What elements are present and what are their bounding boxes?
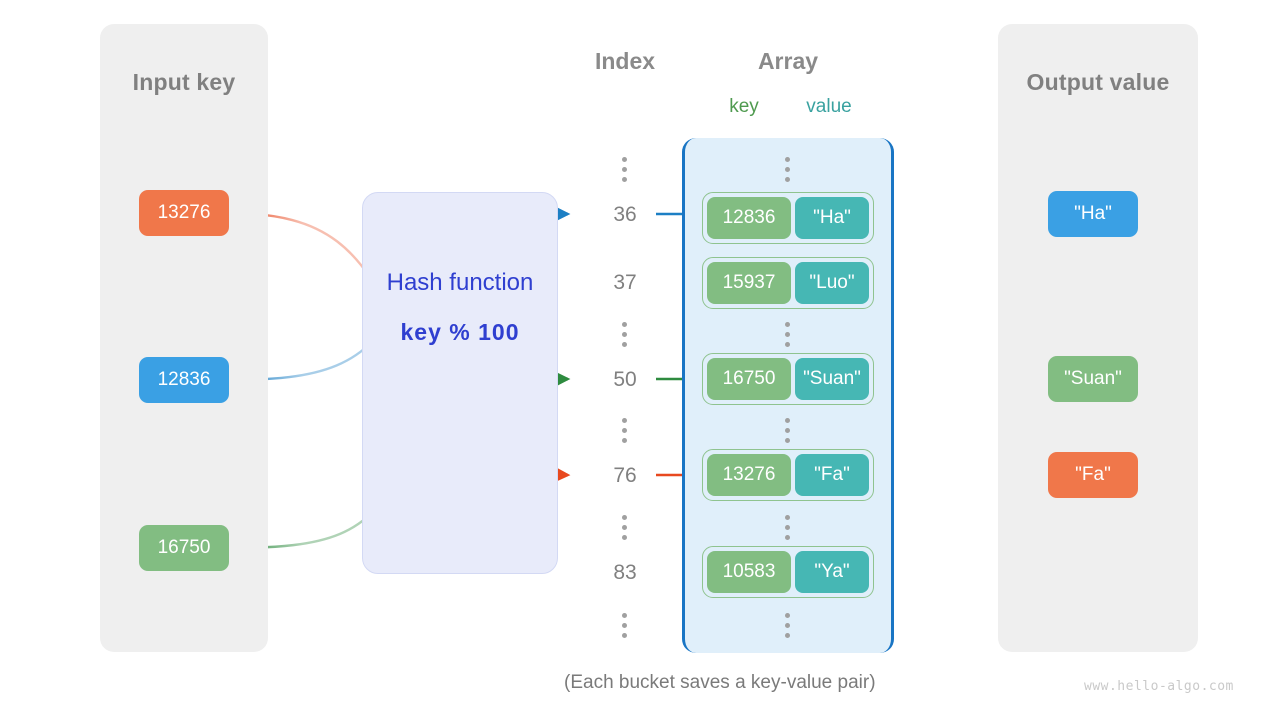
array-ellipsis-0 (785, 157, 790, 182)
index-label-36: 36 (613, 203, 637, 226)
input-key-label-1: 12836 (157, 369, 211, 390)
input-key-label-2: 16750 (157, 537, 211, 558)
array-column-title: Array (757, 48, 819, 74)
output-panel-title: Output value (1026, 69, 1170, 95)
input-panel-title: Input key (132, 69, 236, 95)
hash-function-box: Hash function key % 100 (362, 192, 558, 574)
index-ellipsis-1 (622, 322, 627, 347)
bucket-83-key: 10583 (707, 551, 791, 593)
output-value-chip-0[interactable]: "Ha" (1048, 191, 1138, 237)
output-value-label-2: "Fa" (1075, 464, 1111, 485)
output-value-chip-1[interactable]: "Suan" (1048, 356, 1138, 402)
index-label-76: 76 (613, 464, 637, 487)
array-ellipsis-1 (785, 322, 790, 347)
hash-function-formula: key % 100 (400, 319, 520, 345)
index-column-title: Index (594, 48, 656, 74)
bucket-50-value: "Suan" (795, 358, 869, 400)
array-ellipsis-2 (785, 418, 790, 443)
input-key-chip-1[interactable]: 12836 (139, 357, 229, 403)
output-value-panel: Output value (998, 24, 1198, 652)
output-value-label-0: "Ha" (1074, 203, 1112, 224)
bucket-76[interactable]: 13276 "Fa" (702, 449, 874, 501)
output-value-chip-2[interactable]: "Fa" (1048, 452, 1138, 498)
bucket-76-value: "Fa" (795, 454, 869, 496)
input-key-label-0: 13276 (157, 202, 211, 223)
index-label-83: 83 (613, 561, 637, 584)
index-ellipsis-3 (622, 515, 627, 540)
bucket-50-key: 16750 (707, 358, 791, 400)
input-key-chip-0[interactable]: 13276 (139, 190, 229, 236)
bucket-37[interactable]: 15937 "Luo" (702, 257, 874, 309)
bucket-37-value: "Luo" (795, 262, 869, 304)
bucket-37-key: 15937 (707, 262, 791, 304)
bucket-83-value: "Ya" (795, 551, 869, 593)
index-ellipsis-0 (622, 157, 627, 182)
output-value-label-1: "Suan" (1064, 368, 1122, 389)
value-column-label: value (806, 96, 852, 117)
index-ellipsis-2 (622, 418, 627, 443)
bucket-36[interactable]: 12836 "Ha" (702, 192, 874, 244)
array-ellipsis-3 (785, 515, 790, 540)
diagram-caption: (Each bucket saves a key-value pair) (564, 672, 876, 693)
index-ellipsis-4 (622, 613, 627, 638)
key-column-label: key (729, 96, 759, 117)
bucket-76-key: 13276 (707, 454, 791, 496)
bucket-36-key: 12836 (707, 197, 791, 239)
bucket-83[interactable]: 10583 "Ya" (702, 546, 874, 598)
site-watermark: www.hello-algo.com (1084, 679, 1234, 694)
input-key-chip-2[interactable]: 16750 (139, 525, 229, 571)
bucket-36-value: "Ha" (795, 197, 869, 239)
index-label-37: 37 (613, 271, 637, 294)
index-label-50: 50 (613, 368, 637, 391)
bucket-50[interactable]: 16750 "Suan" (702, 353, 874, 405)
hash-function-name: Hash function (386, 269, 534, 296)
array-ellipsis-4 (785, 613, 790, 638)
